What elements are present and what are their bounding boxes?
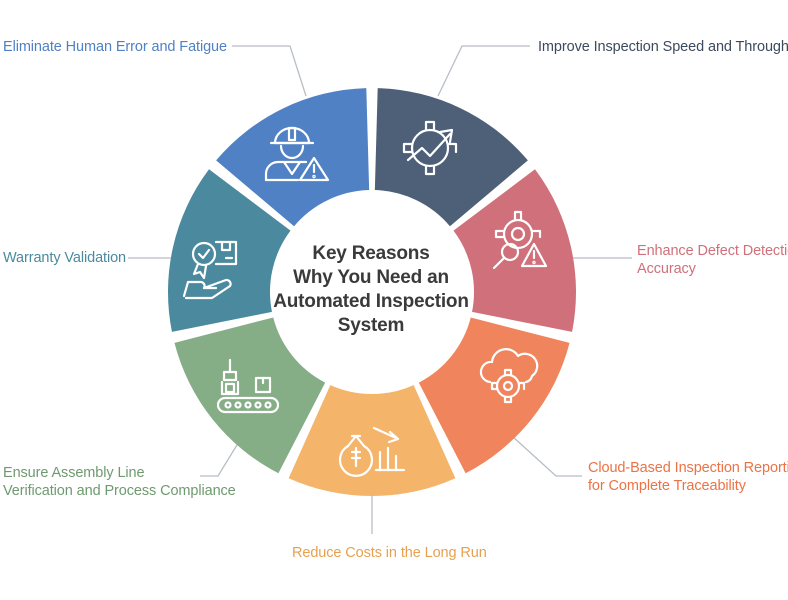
center-title-line: Why You Need an	[293, 267, 449, 288]
label-line: for Complete Traceability	[588, 478, 746, 494]
label-defect: Enhance Defect Detection Accuracy	[637, 242, 788, 278]
label-line: Cloud-Based Inspection Reporting	[588, 460, 788, 476]
cloud-gear-icon	[479, 348, 539, 404]
label-line: Verification and Process Compliance	[3, 483, 236, 499]
segment-speed	[374, 88, 528, 227]
label-cloud: Cloud-Based Inspection Reporting for Com…	[588, 459, 788, 495]
hand-box-badge-icon	[182, 240, 238, 300]
segment-costs	[288, 385, 456, 496]
connector-lines	[128, 45, 632, 534]
center-title-line: Key Reasons	[312, 243, 430, 264]
label-line: Warranty Validation	[3, 250, 127, 266]
label-human-error: Eliminate Human Error and Fatigue	[3, 38, 227, 56]
center-circle	[271, 191, 473, 393]
center-title: Key Reasons Why You Need an Automated In…	[262, 242, 480, 338]
segment-assembly	[174, 317, 326, 474]
label-costs: Reduce Costs in the Long Run	[292, 544, 487, 562]
label-line: Eliminate Human Error and Fatigue	[3, 39, 227, 55]
gear-arrow-icon	[402, 120, 458, 176]
gear-magnifier-warning-icon	[492, 210, 548, 270]
label-speed: Improve Inspection Speed and Throughput	[538, 38, 788, 56]
connector-cloud	[511, 435, 582, 477]
ring-segments	[168, 88, 577, 496]
connector-assembly	[200, 439, 241, 477]
center-title-line: System	[337, 315, 405, 336]
label-line: Accuracy	[637, 261, 696, 277]
label-warranty: Warranty Validation	[3, 249, 126, 267]
worker-warning-icon	[264, 126, 330, 182]
segment-icons	[182, 120, 548, 477]
money-bag-chart-icon	[338, 426, 406, 477]
center-title-line: Automated Inspection	[273, 291, 469, 312]
robot-arm-conveyor-icon	[216, 358, 280, 414]
label-assembly: Ensure Assembly Line Verification and Pr…	[3, 464, 236, 500]
connector-human-error	[232, 45, 307, 97]
label-line: Ensure Assembly Line	[3, 465, 145, 481]
segment-defect	[453, 169, 577, 332]
label-line: Reduce Costs in the Long Run	[292, 545, 487, 561]
connector-speed	[437, 45, 530, 97]
label-line: Enhance Defect Detection	[637, 243, 788, 259]
label-line: Improve Inspection Speed and Throughput	[538, 39, 788, 55]
